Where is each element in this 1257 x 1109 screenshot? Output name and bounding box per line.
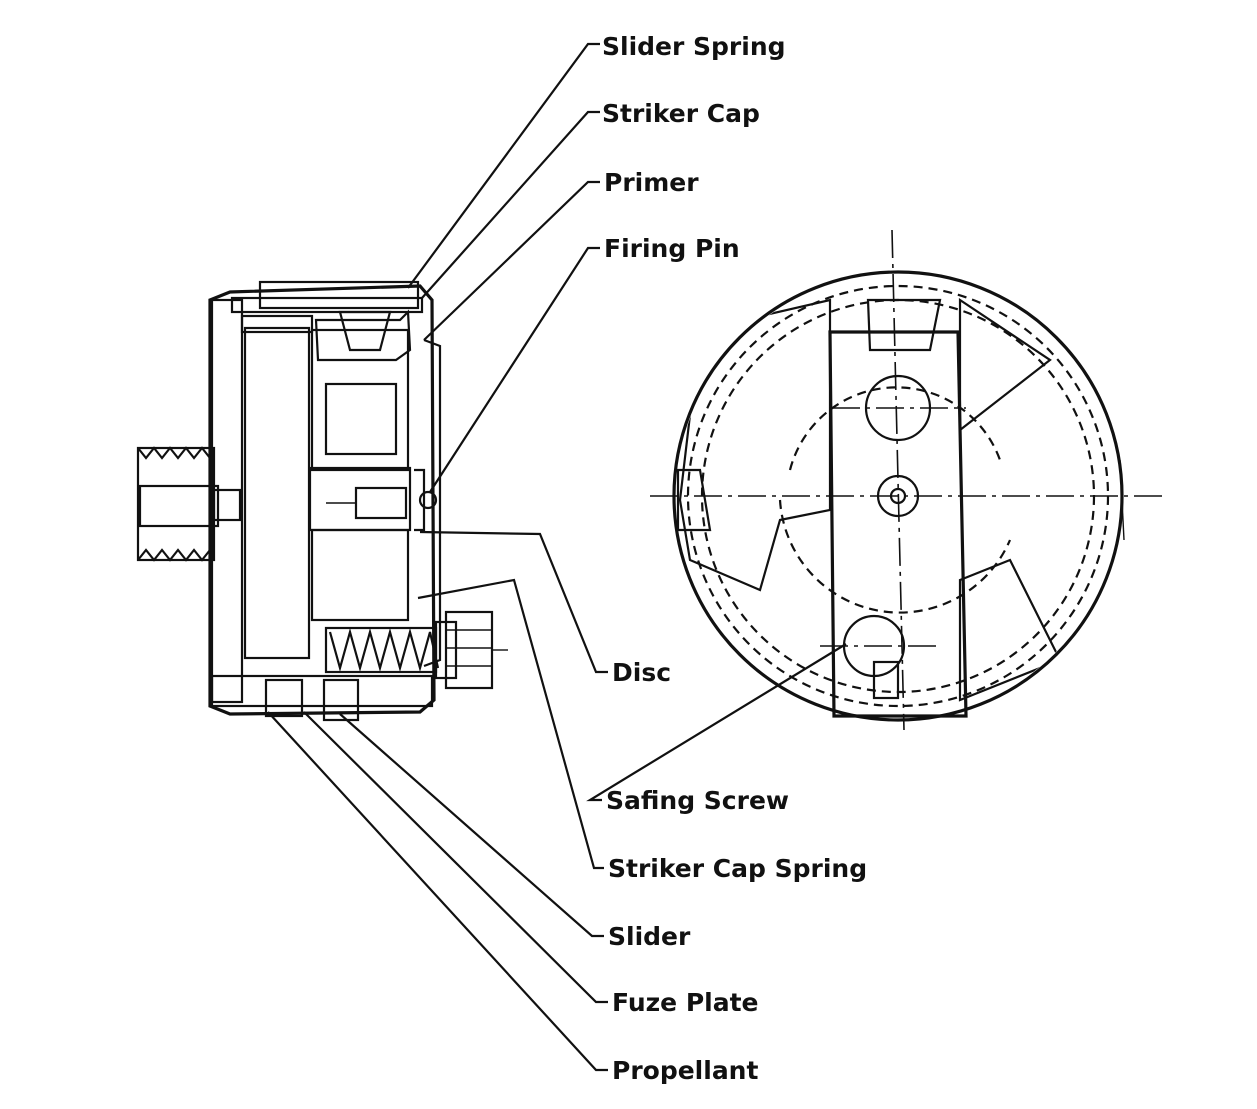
leader-fuze-plate bbox=[303, 711, 608, 1004]
leader-disc bbox=[419, 530, 608, 674]
side-section-view bbox=[136, 280, 508, 722]
firing-pin-part bbox=[326, 338, 442, 668]
label-propellant: Propellant bbox=[612, 1056, 759, 1085]
label-firing-pin: Firing Pin bbox=[604, 234, 740, 263]
leader-slider-spring bbox=[407, 42, 600, 289]
label-slider-spring: Slider Spring bbox=[602, 32, 786, 61]
leader-striker-cap-spring bbox=[417, 578, 604, 870]
leader-safing-screw bbox=[586, 643, 847, 802]
inner-housing bbox=[308, 328, 412, 622]
label-striker-cap-spring: Striker Cap Spring bbox=[608, 854, 868, 883]
case-body bbox=[208, 280, 436, 716]
leader-slider bbox=[339, 713, 604, 938]
leader-lines bbox=[267, 42, 847, 1072]
threaded-stud bbox=[136, 446, 242, 562]
label-slider: Slider bbox=[608, 922, 691, 951]
front-view bbox=[650, 229, 1162, 731]
label-disc: Disc bbox=[612, 658, 672, 687]
leader-firing-pin bbox=[429, 246, 600, 493]
label-fuze-plate: Fuze Plate bbox=[612, 988, 759, 1017]
striker-cap-part bbox=[314, 309, 412, 362]
leader-primer bbox=[423, 180, 600, 341]
label-striker-cap: Striker Cap bbox=[602, 99, 760, 128]
label-primer: Primer bbox=[604, 168, 699, 197]
leader-striker-cap bbox=[421, 110, 600, 299]
spring-assembly bbox=[324, 610, 508, 690]
label-safing-screw: Safing Screw bbox=[606, 786, 790, 815]
leader-propellant bbox=[267, 711, 608, 1072]
propellant-charge bbox=[240, 314, 314, 660]
slider-part bbox=[264, 678, 360, 722]
